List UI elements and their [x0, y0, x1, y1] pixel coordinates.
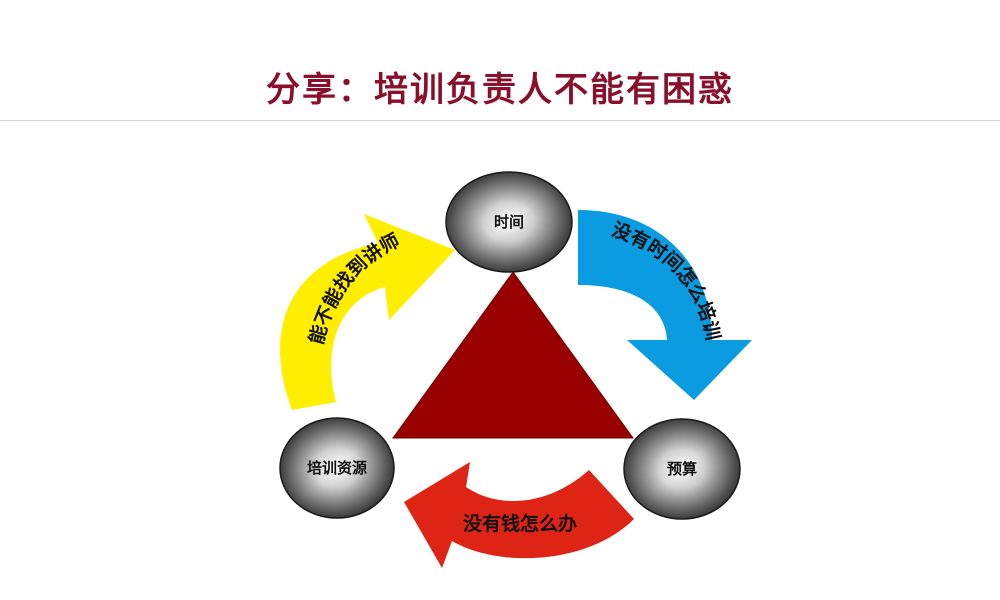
yellow-arrow	[280, 214, 455, 410]
title-divider	[0, 120, 1000, 121]
blue-arrow	[578, 210, 752, 400]
node-time: 时间	[445, 171, 573, 273]
red-arrow-label: 没有钱怎么办	[463, 512, 577, 535]
page-title: 分享：培训负责人不能有困惑	[266, 70, 734, 110]
node-time-label: 时间	[494, 213, 524, 231]
node-resource: 培训资源	[279, 417, 395, 519]
node-budget: 预算	[623, 418, 741, 520]
node-budget-label: 预算	[667, 460, 697, 478]
center-triangle	[392, 271, 634, 439]
node-resource-label: 培训资源	[307, 459, 367, 477]
red-arrow	[404, 462, 634, 568]
